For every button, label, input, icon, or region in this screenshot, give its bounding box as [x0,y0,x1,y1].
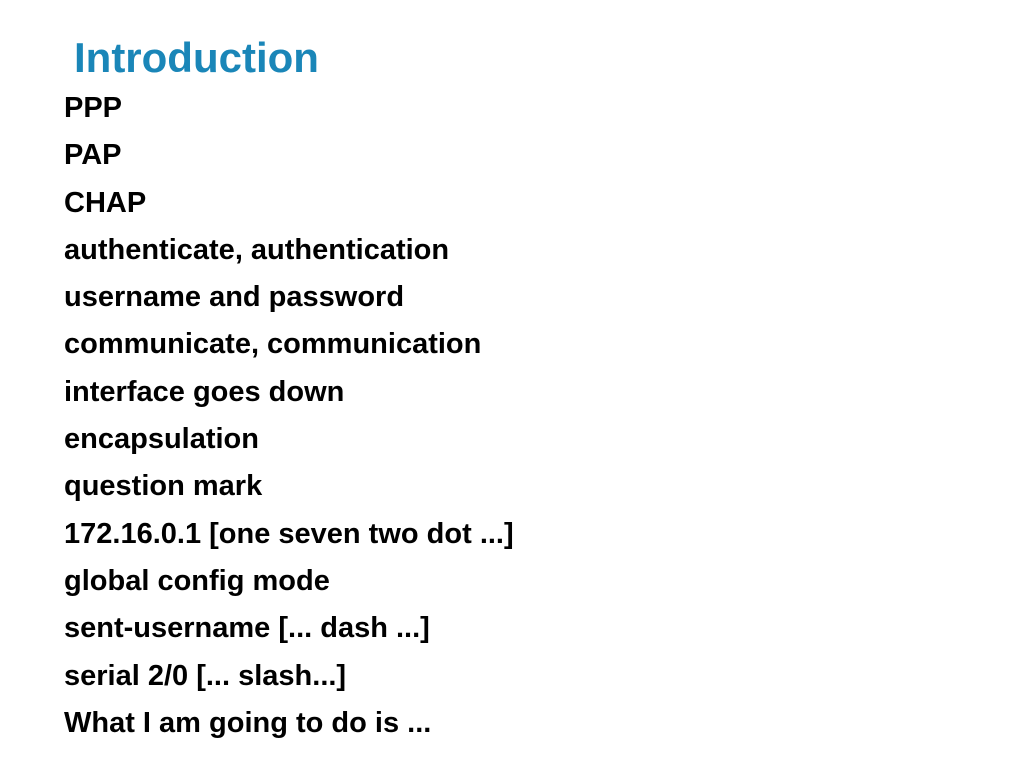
slide-title: Introduction [74,34,319,81]
term-list: PPP PAP CHAP authenticate, authenticatio… [64,88,514,750]
term-item: PPP [64,92,123,124]
term-item: 172.16.0.1 [one seven two dot ...] [64,517,514,550]
term-item: What I am going to do is ... [64,706,432,739]
term-item: CHAP [64,186,147,219]
term-item: communicate, communication [64,328,482,361]
term-item: PAP [64,139,122,172]
term-item: interface goes down [64,375,345,408]
term-item: serial 2/0 [... slash...] [64,659,347,692]
term-item: username and password [64,281,405,314]
term-item: sent-username [... dash ...] [64,612,430,645]
term-item: question mark [64,470,263,503]
term-item: authenticate, authentication [64,233,450,266]
term-item: global config mode [64,564,330,597]
term-item: encapsulation [64,423,259,456]
